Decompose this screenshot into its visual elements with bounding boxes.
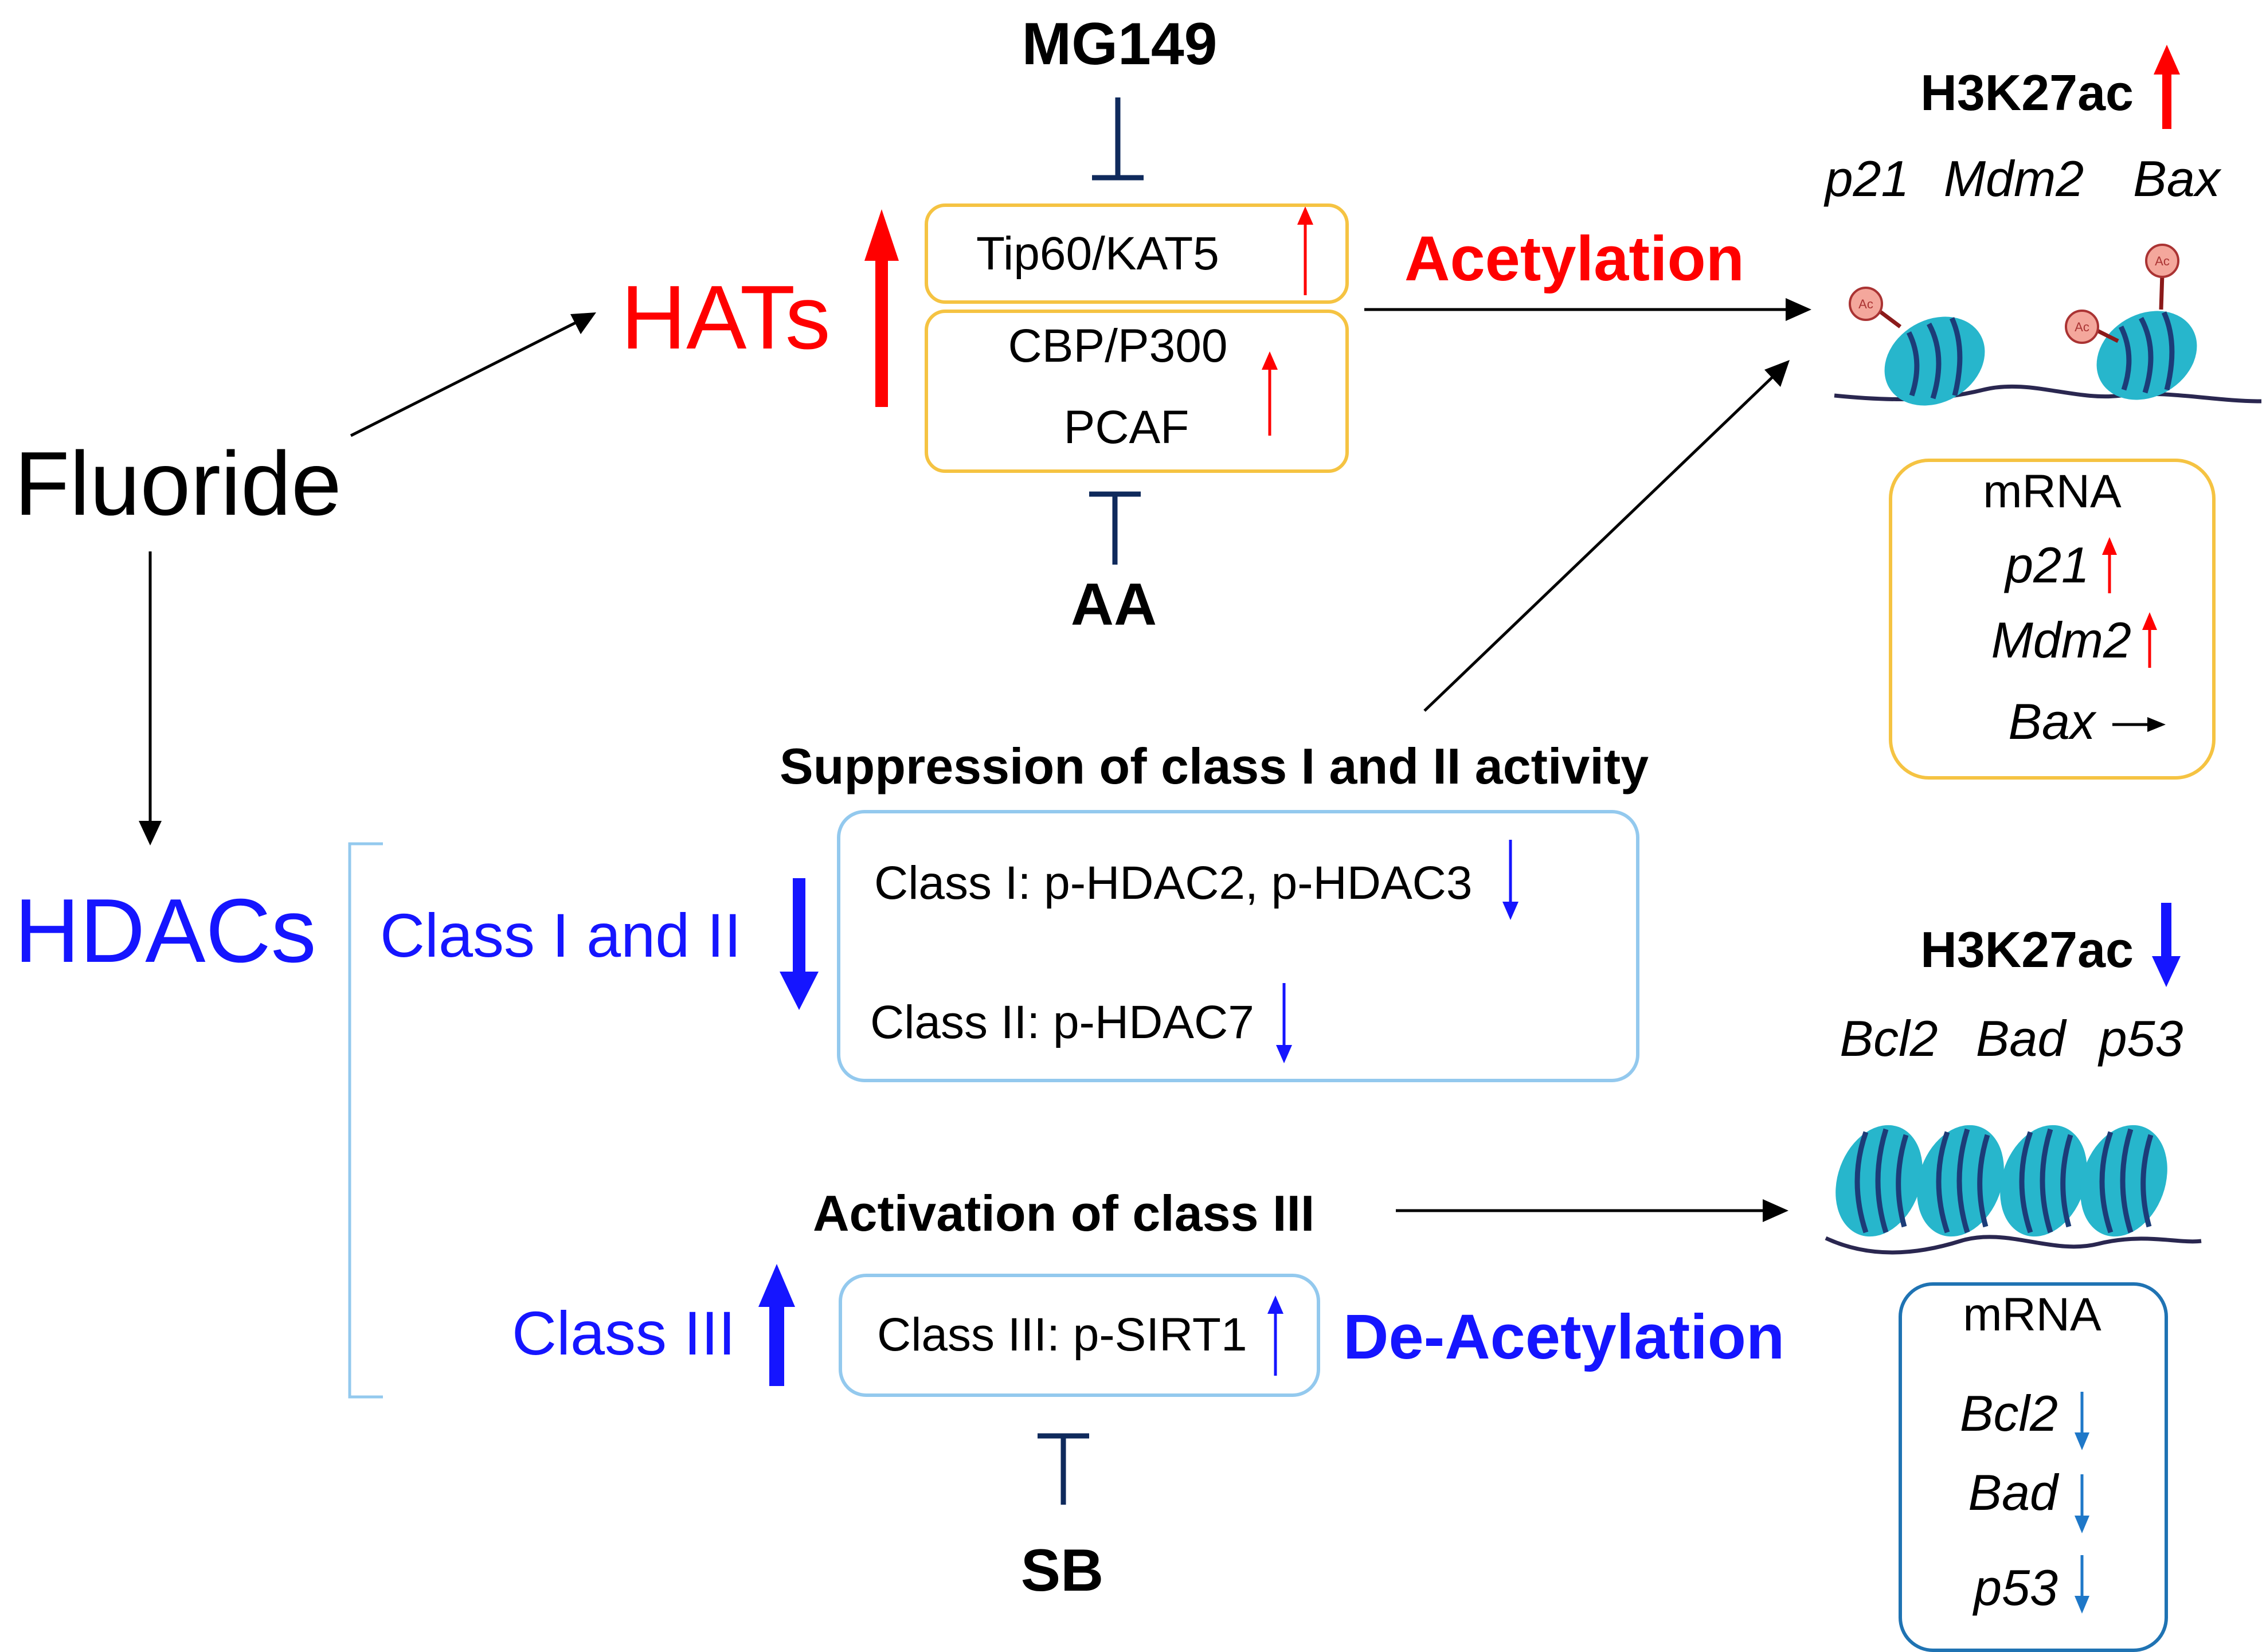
- cbp-pcaf-up-arrow: [1262, 351, 1278, 436]
- mrna-mdm2-up-arrow: [2142, 612, 2157, 668]
- hats-increase-arrow: [864, 209, 899, 407]
- mrna-bad-down-arrow: [2075, 1474, 2089, 1533]
- nucleosome: [1884, 316, 1985, 406]
- mrna-gene-label: Bad: [1968, 1464, 2058, 1521]
- gene-label: p53: [2099, 1010, 2183, 1067]
- mrna-gene-label: Bax: [2008, 693, 2095, 750]
- hdac-bracket: [348, 842, 383, 1399]
- mg149-inhibition-symbol: [1092, 97, 1144, 181]
- class3-text: Class III: p-SIRT1: [877, 1309, 1247, 1361]
- gene-label: Bcl2: [1840, 1010, 1938, 1067]
- cbp-pcaf-box: [925, 310, 1349, 473]
- nucleosome: [2080, 1125, 2167, 1237]
- acetylation-label: Acetylation: [1404, 224, 1744, 294]
- h3k27ac-increase-arrow: [2154, 45, 2180, 129]
- gene-label: Bad: [1975, 1010, 2066, 1067]
- aa-label: AA: [1070, 571, 1157, 638]
- nucleosome: [2096, 311, 2197, 400]
- nucleosome: [1836, 1125, 1923, 1237]
- sb-label: SB: [1020, 1537, 1104, 1604]
- class3-label: Class III: [512, 1298, 736, 1368]
- mrna-gene-label: Mdm2: [1991, 612, 2132, 668]
- class1-text: Class I: p-HDAC2, p-HDAC3: [874, 857, 1473, 909]
- sirt1-up-arrow: [1267, 1295, 1283, 1376]
- hats-label: HATs: [621, 267, 831, 368]
- cbp-p300-label: CBP/P300: [1008, 320, 1228, 372]
- activation-to-nucleosome-arrow: [1396, 1199, 1788, 1222]
- gene-label: Mdm2: [1943, 150, 2084, 207]
- hdac23-down-arrow: [1502, 840, 1519, 920]
- pcaf-label: PCAF: [1063, 401, 1189, 453]
- gene-label: p21: [1825, 150, 1909, 207]
- mrna-bcl2-down-arrow: [2075, 1392, 2089, 1450]
- mrna-gene-label: p53: [1974, 1559, 2058, 1616]
- class2-text: Class II: p-HDAC7: [870, 996, 1254, 1048]
- class12-box: [837, 810, 1639, 1082]
- nucleosome: [2000, 1125, 2087, 1237]
- sb-inhibition-symbol: [1038, 1433, 1089, 1505]
- acetyl-label: Ac: [2155, 254, 2170, 268]
- mrna-gene-label: p21: [2005, 537, 2089, 593]
- class3-increase-arrow: [758, 1264, 795, 1386]
- mrna-gene-label: Bcl2: [1959, 1385, 2058, 1442]
- class3-box: [839, 1274, 1320, 1397]
- mrna-down-title: mRNA: [1963, 1289, 2101, 1341]
- mrna-up-title: mRNA: [1983, 465, 2122, 518]
- tip60-kat5-label: Tip60/KAT5: [976, 228, 1219, 280]
- fluoride-to-hdacs-arrow: [139, 551, 162, 845]
- deacetylation-label: De-Acetylation: [1343, 1302, 1785, 1372]
- acetyl-group: Ac: [1849, 287, 1902, 328]
- gene-label: Bax: [2133, 150, 2220, 207]
- acetyl-label: Ac: [1858, 297, 1873, 311]
- mrna-up-box: [1889, 459, 2216, 780]
- activation-title: Activation of class III: [813, 1185, 1315, 1242]
- h3k27ac-decrease-arrow: [2152, 903, 2181, 987]
- suppression-to-nucleosome-arrow: [1423, 360, 1790, 712]
- tip60-up-arrow: [1297, 206, 1313, 295]
- suppression-title: Suppression of class I and II activity: [780, 738, 1649, 794]
- acetylated-nucleosomes: Ac Ac Ac: [1834, 244, 2262, 406]
- mrna-p53-down-arrow: [2075, 1555, 2089, 1614]
- tip60-box: [925, 203, 1349, 304]
- hdacs-label: HDACs: [14, 880, 316, 981]
- deacetylated-nucleosomes: [1825, 1125, 2202, 1255]
- mrna-bax-unchanged-arrow: [2112, 717, 2166, 732]
- h3k27ac-bottom-label: H3K27ac: [1920, 921, 2134, 978]
- mrna-p21-up-arrow: [2102, 537, 2117, 593]
- hdac7-down-arrow: [1276, 983, 1292, 1063]
- acetyl-label: Ac: [2075, 320, 2089, 334]
- mg149-label: MG149: [1022, 11, 1218, 77]
- acetyl-group: Ac: [2065, 310, 2119, 344]
- class12-decrease-arrow: [780, 878, 819, 1010]
- fluoride-to-hats-arrow: [350, 312, 596, 437]
- nucleosome: [1917, 1125, 2004, 1237]
- aa-inhibition-symbol: [1089, 491, 1141, 565]
- class12-label: Class I and II: [380, 901, 742, 970]
- acetylation-arrow: [1364, 298, 1811, 321]
- acetyl-group: Ac: [2145, 244, 2179, 310]
- mrna-down-box: [1899, 1282, 2168, 1652]
- fluoride-label: Fluoride: [14, 433, 342, 534]
- h3k27ac-top-label: H3K27ac: [1920, 64, 2134, 121]
